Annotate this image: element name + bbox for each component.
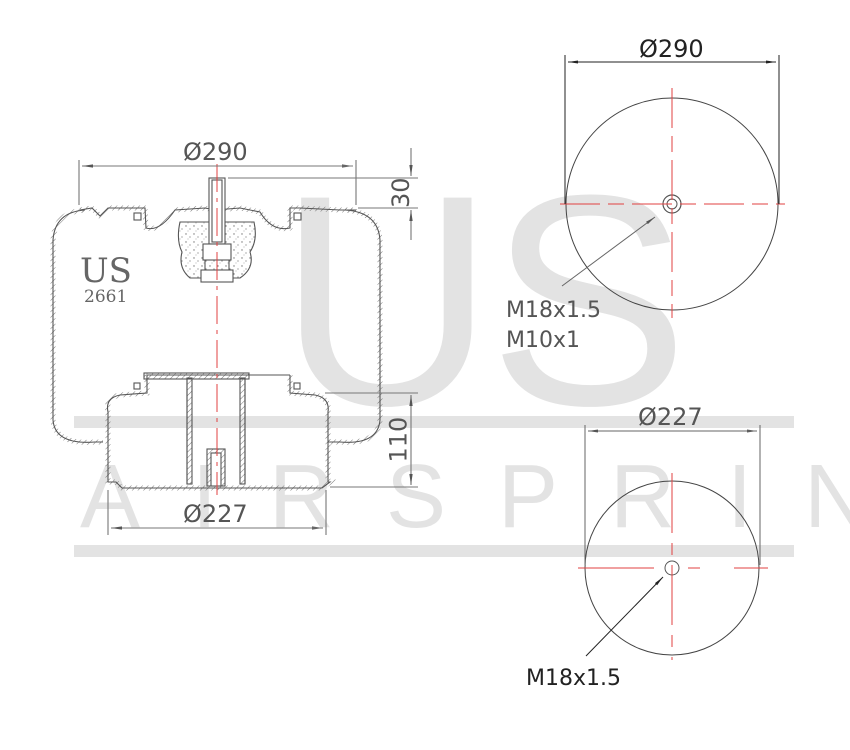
side-top-diameter: Ø290 xyxy=(183,138,248,166)
watermark-logo: US xyxy=(278,132,689,468)
bottom-view xyxy=(578,425,768,660)
bottom-view-diameter: Ø227 xyxy=(638,403,703,431)
watermark-bar-top xyxy=(74,416,794,428)
side-bottom-diameter: Ø227 xyxy=(183,500,248,528)
piston-height-dimension: 110 xyxy=(384,416,413,463)
part-number: 2661 xyxy=(84,287,128,307)
top-view-thread-primary: M18x1.5 xyxy=(506,298,601,323)
bottom-view-thread: M18x1.5 xyxy=(526,666,621,691)
watermark-bar-bottom xyxy=(74,545,794,557)
side-view xyxy=(50,148,418,535)
top-view xyxy=(560,55,785,318)
top-view-diameter: Ø290 xyxy=(639,35,704,63)
top-view-thread-secondary: M10x1 xyxy=(506,328,580,353)
brand-label: US xyxy=(80,251,132,291)
stud-height-dimension: 30 xyxy=(387,177,415,208)
